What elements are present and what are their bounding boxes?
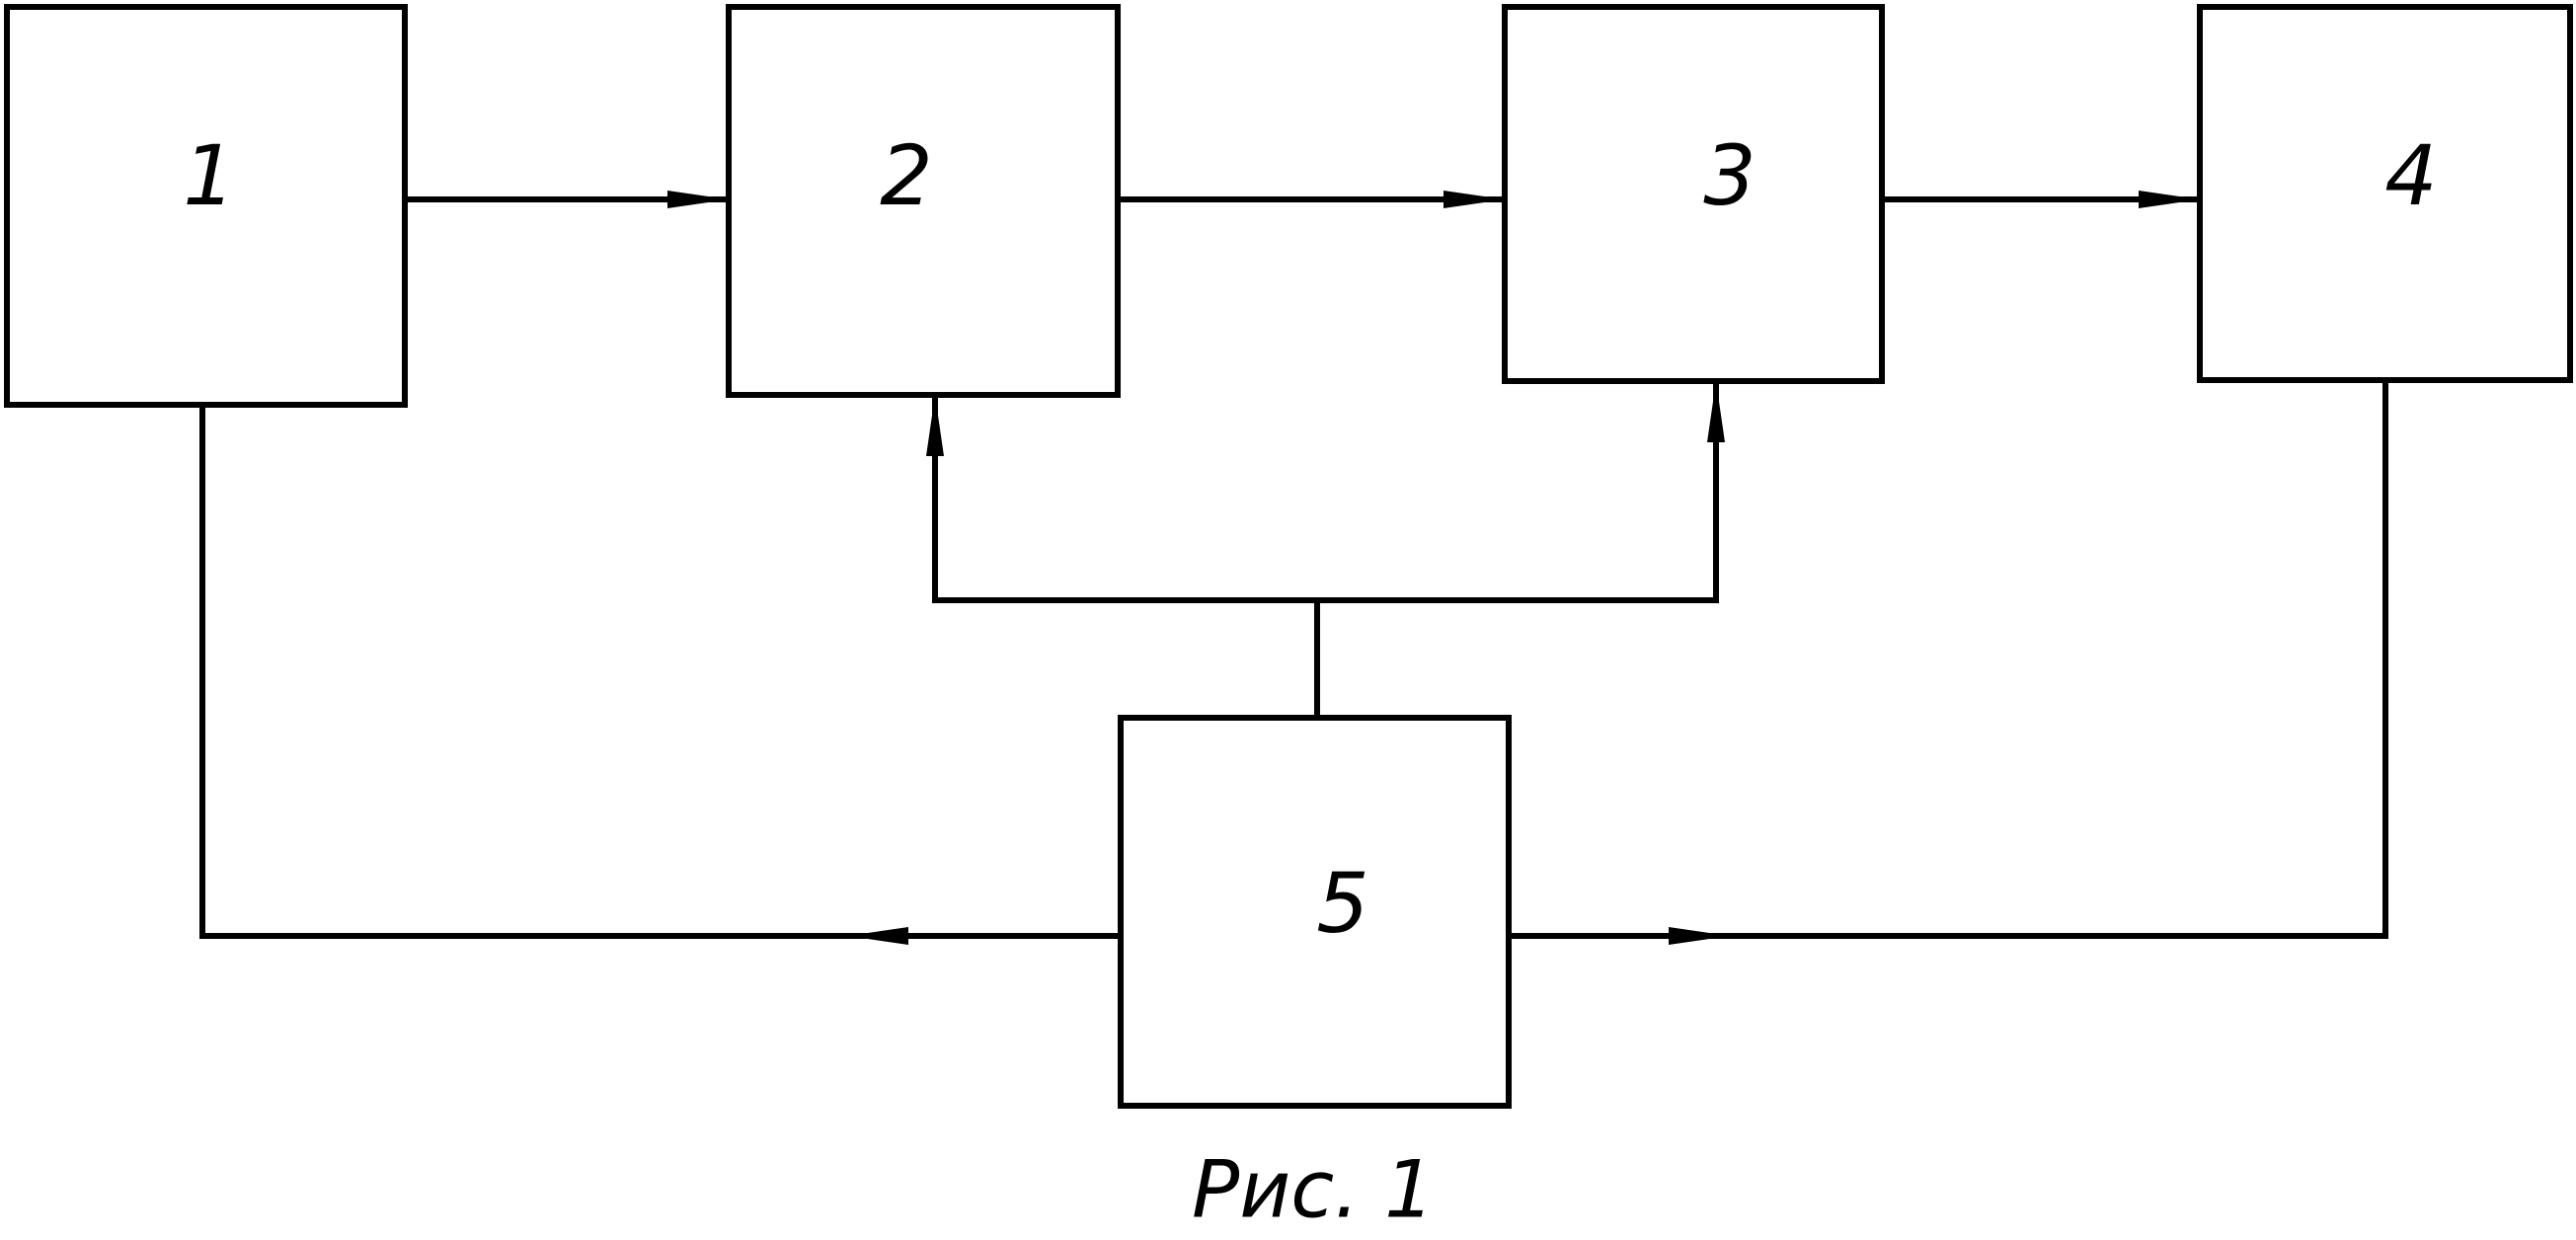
arrowhead-toward-block-4 [1669, 927, 1730, 945]
block-4-label: 4 [2384, 127, 2437, 224]
block-2-frame [726, 4, 1121, 398]
block-3-label: 3 [1703, 127, 1756, 224]
block-5-label: 5 [1316, 855, 1368, 952]
block-5-frame [1118, 715, 1512, 1109]
block-1-label: 1 [183, 127, 235, 224]
arrowhead-toward-block-1 [847, 927, 908, 945]
arrowhead-into-block-3 [1444, 191, 1505, 208]
arrowhead-into-block-3-bottom [1707, 381, 1725, 442]
block-2-label: 2 [880, 127, 932, 224]
wire-5-bus-to-2-and-3 [932, 380, 1719, 603]
connections [199, 191, 2388, 945]
block-4: 4 [2197, 4, 2573, 383]
arrowhead-into-block-4 [2139, 191, 2200, 208]
wire-5-to-4 [1507, 377, 2388, 939]
block-3: 3 [1502, 4, 1885, 384]
block-2: 2 [726, 4, 1121, 398]
figure-caption: Рис. 1 [1192, 1144, 1435, 1236]
block-3-frame [1502, 4, 1885, 384]
block-5: 5 [1118, 715, 1512, 1109]
block-4-frame [2197, 4, 2573, 383]
block-1-frame [4, 4, 408, 408]
arrowhead-into-block-2 [667, 191, 729, 208]
arrowhead-into-block-2-bottom [926, 395, 944, 456]
block-1: 1 [4, 4, 408, 408]
wire-5-to-1 [199, 402, 1122, 939]
